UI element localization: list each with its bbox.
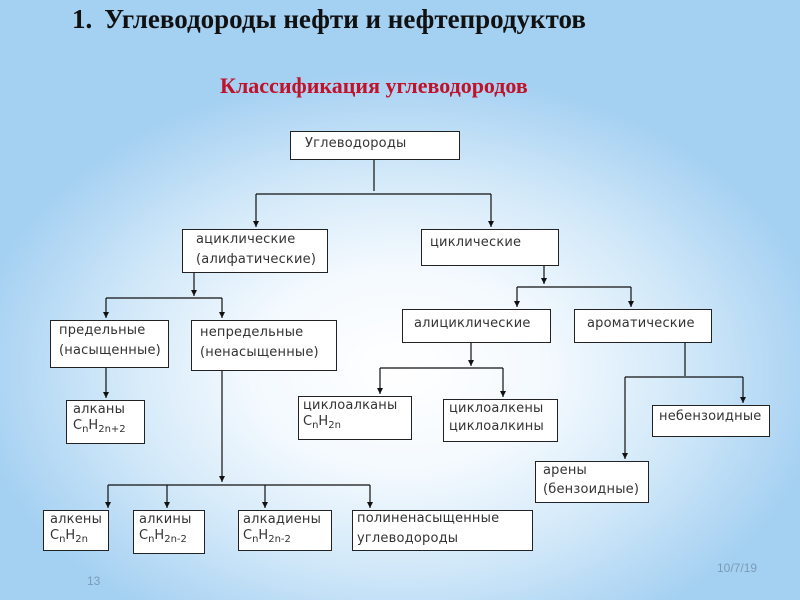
node-polyunsaturated-line2: углеводороды xyxy=(357,531,459,546)
node-cyclic-label: циклические xyxy=(430,235,522,250)
node-acyclic-line1: ациклические xyxy=(196,232,296,247)
node-arenes: арены (бензоидные) xyxy=(535,461,649,503)
node-alkenes-label: алкены xyxy=(50,512,103,527)
node-unsaturated-line1: непредельные xyxy=(200,325,304,340)
node-alkenes-formula: CnH2n xyxy=(50,528,88,545)
node-alkanes-formula: CnH2n+2 xyxy=(73,418,126,435)
classification-subtitle: Классификация углеводородов xyxy=(220,73,528,98)
slide-title-text: Углеводороды нефти и нефтепродуктов xyxy=(104,4,586,34)
page-number: 13 xyxy=(87,574,101,588)
node-alkynes-formula: CnH2n-2 xyxy=(139,528,187,545)
node-alkanes-label: алканы xyxy=(73,402,126,417)
node-nonbenzenoid: небензоидные xyxy=(652,405,770,437)
node-nonbenzenoid-label: небензоидные xyxy=(659,409,762,424)
slide-title-number: 1. xyxy=(72,4,93,34)
node-acyclic: ациклические (алифатические) xyxy=(182,229,328,273)
slide-title: 1. Углеводороды нефти и нефтепродуктов xyxy=(72,4,586,35)
node-alkadienes-label: алкадиены xyxy=(243,512,322,527)
node-aromatic-label: ароматические xyxy=(587,316,695,331)
node-unsaturated: непредельные (ненасыщенные) xyxy=(191,320,337,371)
node-alicyclic: алициклические xyxy=(402,309,551,343)
node-hydrocarbons-label: Углеводороды xyxy=(305,136,407,151)
node-saturated-line1: предельные xyxy=(59,323,146,338)
node-acyclic-line2: (алифатические) xyxy=(196,252,317,267)
node-polyunsaturated: полиненасыщенные углеводороды xyxy=(352,510,533,551)
node-saturated: предельные (насыщенные) xyxy=(50,320,169,368)
node-cycloalkenes-line1: циклоалкены xyxy=(449,401,544,416)
slide-date: 10/7/19 xyxy=(717,561,758,575)
node-unsaturated-line2: (ненасыщенные) xyxy=(200,345,319,360)
node-alicyclic-label: алициклические xyxy=(414,316,531,331)
node-alkadienes-formula: CnH2n-2 xyxy=(243,528,291,545)
node-cyclic: циклические xyxy=(421,229,559,266)
node-cycloalkanes-label: циклоалканы xyxy=(303,398,398,413)
node-arenes-line2: (бензоидные) xyxy=(543,482,640,497)
node-cycloalkanes-formula: CnH2n xyxy=(303,414,341,431)
node-polyunsaturated-line1: полиненасыщенные xyxy=(357,511,500,526)
node-alkynes-label: алкины xyxy=(139,512,192,527)
node-hydrocarbons: Углеводороды xyxy=(290,131,460,160)
node-saturated-line2: (насыщенные) xyxy=(59,343,161,358)
node-cycloalkenes-alkynes: циклоалкены циклоалкины xyxy=(443,399,558,442)
node-cycloalkenes-line2: циклоалкины xyxy=(449,419,544,434)
node-aromatic: ароматические xyxy=(574,309,712,343)
node-arenes-line1: арены xyxy=(543,463,587,478)
